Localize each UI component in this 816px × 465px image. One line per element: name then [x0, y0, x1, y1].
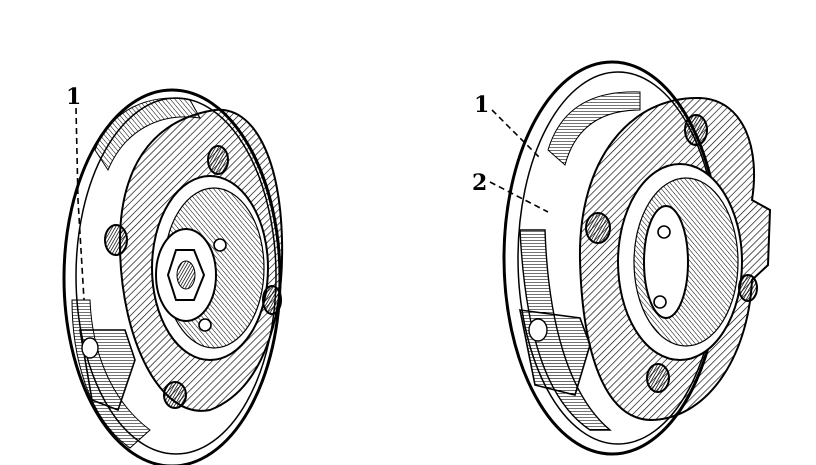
right-lug-hole: [738, 274, 758, 302]
right-ring-bolt: [657, 225, 671, 239]
right-lining-band-upper: [547, 91, 641, 166]
right-lug-hole: [684, 114, 708, 146]
left-lug-hole: [163, 381, 187, 409]
right-callout-2-label: 2: [472, 170, 487, 196]
right-callout-1-label: 1: [474, 92, 489, 118]
left-assembly-drawing: 1: [62, 84, 284, 465]
left-ring-bolt: [213, 238, 227, 252]
left-lug-hole: [262, 285, 282, 315]
left-ring-bolt: [198, 318, 212, 332]
right-callout-2-leader: [489, 181, 549, 213]
left-lug-hole: [207, 145, 229, 175]
right-ring-bolt: [653, 295, 667, 309]
left-callout-1-leader: [75, 107, 85, 301]
right-center-bore: [643, 205, 689, 319]
left-lug-hole: [104, 224, 128, 256]
right-assembly-drawing: 1 2: [472, 60, 772, 456]
right-lug-hole: [585, 212, 611, 244]
right-lug-hole: [646, 363, 670, 393]
right-callout-1-leader: [491, 109, 541, 159]
left-callout-1-label: 1: [66, 84, 81, 110]
